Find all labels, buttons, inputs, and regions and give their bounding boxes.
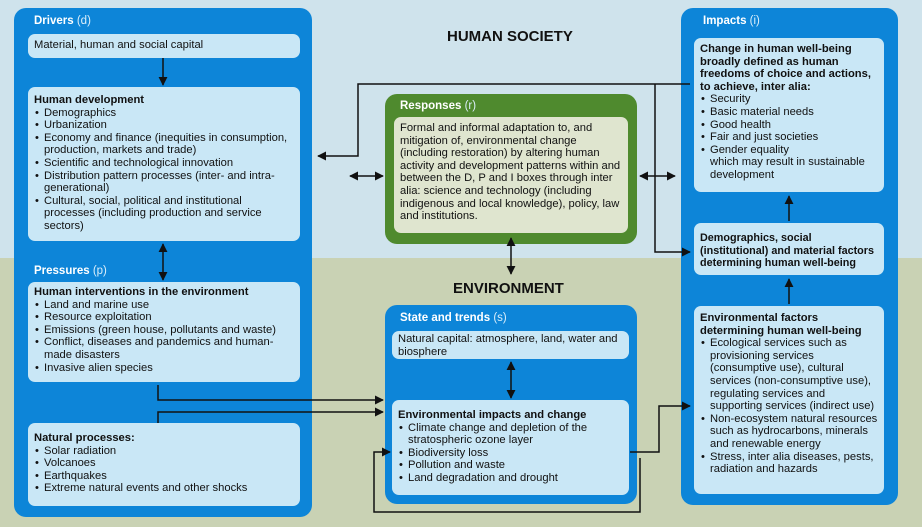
human-wellbeing-title: Change in human well-being broadly defin… — [700, 43, 871, 93]
capital-text: Material, human and social capital — [34, 39, 204, 51]
list-item: Resource exploitation — [34, 311, 294, 324]
list-item: Security — [700, 93, 878, 106]
pressures-header: Pressures (p) — [34, 265, 107, 277]
human-interventions-list: Land and marine use Resource exploitatio… — [34, 299, 294, 375]
natural-capital-box: Natural capital: atmosphere, land, water… — [392, 331, 629, 359]
responses-title: Responses — [400, 100, 462, 112]
drivers-title: Drivers — [34, 15, 74, 27]
list-item: Invasive alien species — [34, 362, 294, 375]
human-wellbeing-tail: which may result in sustainable developm… — [710, 156, 865, 181]
environmental-factors-list: Ecological services such as provisioning… — [700, 337, 879, 476]
list-item: Economy and finance (inequities in consu… — [34, 132, 294, 157]
environmental-impacts-title: Environmental impacts and change — [398, 409, 587, 421]
list-item: Volcanoes — [34, 457, 294, 470]
list-item: Basic material needs — [700, 106, 878, 119]
responses-suffix: (r) — [464, 100, 477, 112]
environmental-impacts-box: Environmental impacts and change Climate… — [392, 400, 629, 495]
list-item: Ecological services such as provisioning… — [700, 337, 879, 413]
impacts-suffix: (i) — [749, 15, 760, 27]
list-item: Conflict, diseases and pandemics and hum… — [34, 336, 294, 361]
natural-processes-title: Natural processes: — [34, 432, 135, 444]
list-item: Land and marine use — [34, 299, 294, 312]
human-development-title: Human development — [34, 94, 145, 106]
list-item: Extreme natural events and other shocks — [34, 482, 294, 495]
human-wellbeing-list: Security Basic material needs Good healt… — [700, 93, 878, 156]
list-item: Urbanization — [34, 119, 294, 132]
list-item: Gender equality — [700, 144, 878, 157]
drivers-suffix: (d) — [76, 15, 91, 27]
human-development-box: Human development Demographics Urbanizat… — [28, 87, 300, 241]
list-item: Demographics — [34, 107, 294, 120]
environmental-factors-box: Environmental factors determining human … — [694, 306, 884, 494]
list-item: Solar radiation — [34, 445, 294, 458]
natural-processes-box: Natural processes: Solar radiation Volca… — [28, 423, 300, 506]
list-item: Climate change and depletion of the stra… — [398, 422, 623, 447]
responses-content-box: Formal and informal adaptation to, and m… — [394, 117, 628, 233]
human-wellbeing-box: Change in human well-being broadly defin… — [694, 38, 884, 192]
region-label-environment: ENVIRONMENT — [453, 280, 564, 297]
list-item: Stress, inter alia diseases, pests, radi… — [700, 451, 879, 476]
natural-processes-list: Solar radiation Volcanoes Earthquakes Ex… — [34, 445, 294, 495]
responses-text: Formal and informal adaptation to, and m… — [400, 122, 621, 223]
responses-header: Responses (r) — [400, 100, 476, 112]
capital-box: Material, human and social capital — [28, 34, 300, 58]
state-trends-header: State and trends (s) — [400, 312, 507, 324]
pressures-suffix: (p) — [92, 265, 107, 277]
human-development-list: Demographics Urbanization Economy and fi… — [34, 107, 294, 233]
state-trends-title: State and trends — [400, 312, 491, 324]
list-item: Biodiversity loss — [398, 447, 623, 460]
list-item: Good health — [700, 119, 878, 132]
natural-capital-text: Natural capital: atmosphere, land, water… — [398, 333, 618, 358]
list-item: Pollution and waste — [398, 459, 623, 472]
list-item: Emissions (green house, pollutants and w… — [34, 324, 294, 337]
region-label-human-society: HUMAN SOCIETY — [447, 28, 573, 45]
drivers-header: Drivers (d) — [34, 15, 91, 27]
human-interventions-title: Human interventions in the environment — [34, 286, 249, 298]
impacts-header: Impacts (i) — [703, 15, 760, 27]
impacts-title: Impacts — [703, 15, 747, 27]
human-interventions-box: Human interventions in the environment L… — [28, 282, 300, 382]
list-item: Earthquakes — [34, 470, 294, 483]
pressures-title: Pressures — [34, 265, 90, 277]
list-item: Non-ecosystem natural resources such as … — [700, 413, 879, 451]
demographics-factors-title: Demographics, social (institutional) and… — [700, 232, 874, 270]
list-item: Distribution pattern processes (inter- a… — [34, 170, 294, 195]
list-item: Land degradation and drought — [398, 472, 623, 485]
list-item: Fair and just societies — [700, 131, 878, 144]
environmental-impacts-list: Climate change and depletion of the stra… — [398, 422, 623, 485]
demographics-factors-box: Demographics, social (institutional) and… — [694, 223, 884, 275]
environmental-factors-title: Environmental factors determining human … — [700, 312, 862, 337]
list-item: Scientific and technological innovation — [34, 157, 294, 170]
list-item: Cultural, social, political and institut… — [34, 195, 294, 233]
state-trends-suffix: (s) — [493, 312, 507, 324]
